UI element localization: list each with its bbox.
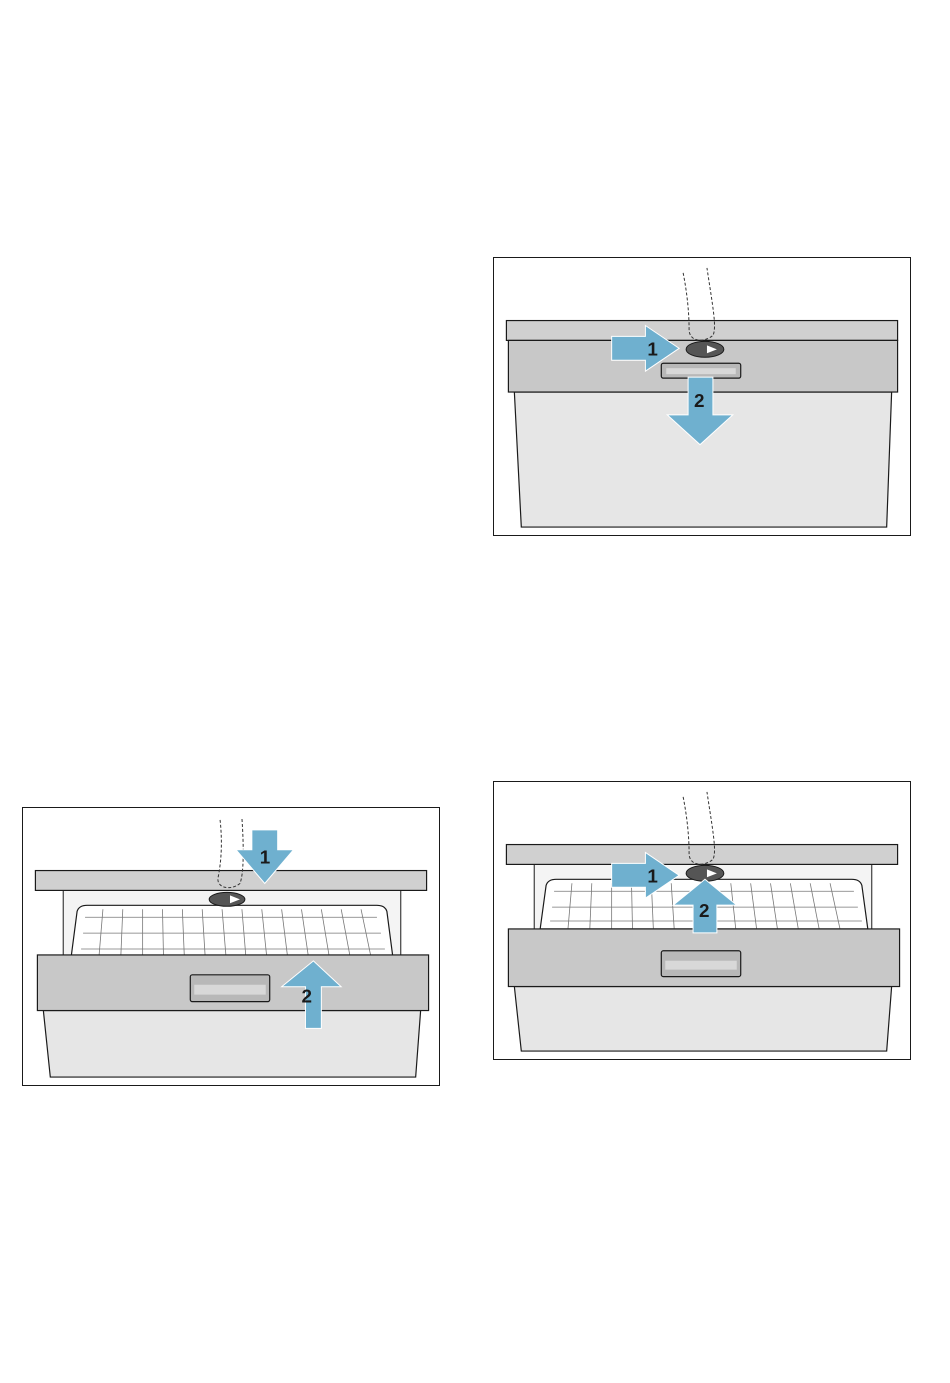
step-number-2: 2: [301, 986, 312, 1007]
step-number-1: 1: [260, 847, 271, 868]
step-number-1: 1: [647, 865, 658, 886]
illustration-door-close-push: 1 2: [22, 807, 440, 1086]
dishwasher-drawing: 1 2: [23, 808, 439, 1085]
door-handle-grip: [665, 961, 736, 970]
latch-button: [686, 341, 724, 357]
dishwasher-drawing: 1 2: [494, 258, 910, 535]
countertop: [506, 321, 897, 341]
illustration-door-release-open: 1 2: [493, 257, 911, 536]
appliance-body: [514, 987, 891, 1052]
appliance-body: [43, 1011, 420, 1078]
countertop: [506, 845, 897, 865]
illustration-door-release-lift: 1 2: [493, 781, 911, 1060]
door-handle-grip: [194, 985, 265, 995]
step-number-1: 1: [647, 338, 658, 359]
step-number-2: 2: [694, 390, 705, 411]
dishwasher-drawing: 1 2: [494, 782, 910, 1059]
step-number-2: 2: [699, 900, 710, 921]
door-handle-grip: [666, 368, 735, 374]
